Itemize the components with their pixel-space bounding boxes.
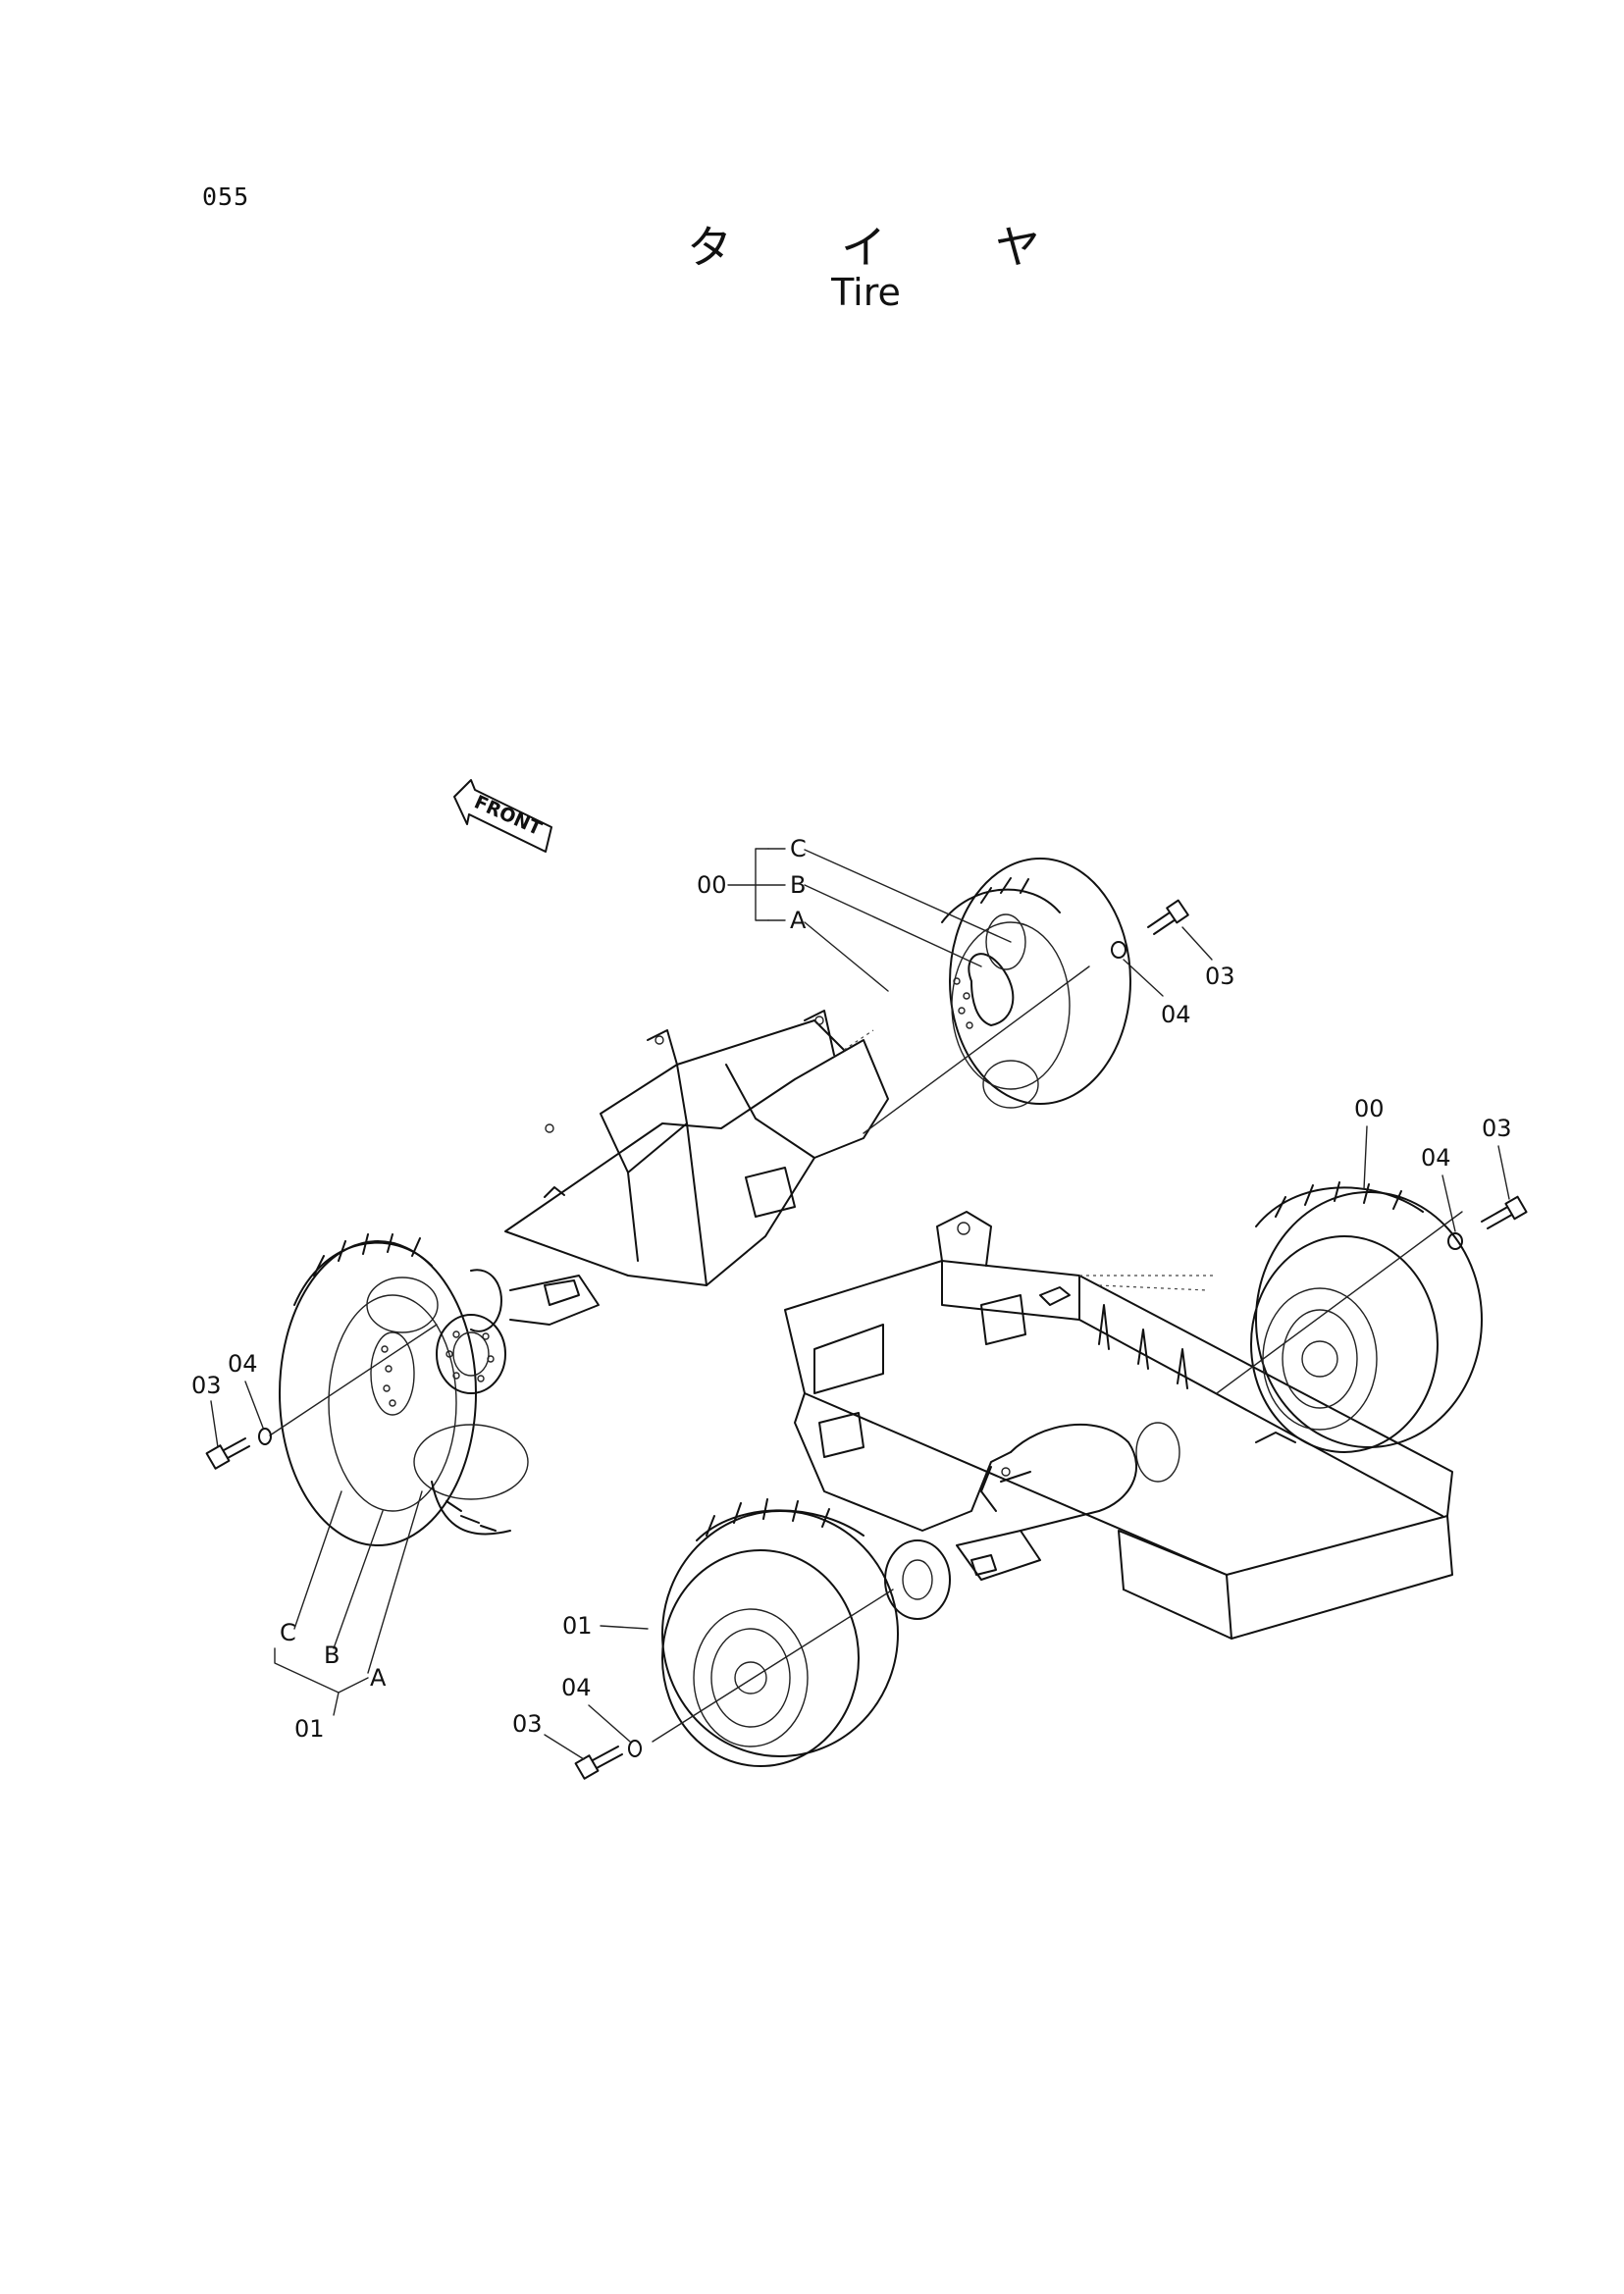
title-english: Tire bbox=[831, 271, 901, 314]
bolt-icon bbox=[574, 1746, 623, 1780]
callout-rl-bolt: 03 bbox=[191, 1372, 222, 1399]
callout-rr-washer: 04 bbox=[1161, 1001, 1191, 1028]
title-jp-char-1: タ bbox=[687, 221, 732, 274]
bolt-icon bbox=[1481, 1195, 1528, 1229]
callout-rr-part-c: C bbox=[790, 835, 807, 862]
callout-fl-washer: 04 bbox=[561, 1674, 592, 1701]
callout-rl-part-c: C bbox=[280, 1619, 296, 1646]
title-jp-char-2: イ bbox=[841, 221, 886, 274]
rear-left-tire bbox=[269, 1233, 529, 1546]
bolt-icon bbox=[1147, 899, 1189, 935]
callout-fr-washer: 04 bbox=[1421, 1144, 1451, 1172]
callout-fr-assembly: 00 bbox=[1354, 1095, 1385, 1122]
callout-rl-part-a: A bbox=[370, 1664, 387, 1692]
bolt-icon bbox=[205, 1437, 250, 1470]
front-right-tire bbox=[1216, 1181, 1483, 1453]
callout-rl-part-b: B bbox=[324, 1642, 340, 1669]
callout-rr-part-b: B bbox=[790, 871, 806, 899]
callout-fr-bolt: 03 bbox=[1482, 1115, 1512, 1142]
callout-rr-part-a: A bbox=[790, 907, 807, 934]
washer-icon bbox=[258, 1428, 272, 1445]
callout-fl-assembly: 01 bbox=[562, 1612, 593, 1640]
title-japanese: タ イ ヤ bbox=[687, 212, 1040, 277]
page-number: 055 bbox=[202, 182, 250, 211]
callout-rl-washer: 04 bbox=[228, 1350, 258, 1378]
callouts: 00 C B A 03 04 00 04 03 03 bbox=[191, 835, 1512, 1760]
callout-rr-bolt: 03 bbox=[1205, 963, 1235, 990]
title-jp-char-3: ヤ bbox=[995, 221, 1040, 274]
callout-rr-assembly: 00 bbox=[697, 871, 727, 899]
hardware bbox=[205, 899, 1528, 1780]
front-left-tire bbox=[652, 1498, 951, 1767]
washer-icon bbox=[1111, 941, 1126, 959]
washer-icon bbox=[1447, 1232, 1463, 1250]
rear-right-tire bbox=[863, 858, 1131, 1134]
machine-frame bbox=[470, 1010, 1453, 1640]
callout-fl-bolt: 03 bbox=[512, 1710, 543, 1738]
washer-icon bbox=[628, 1740, 642, 1757]
front-arrow-icon: FRONT bbox=[453, 779, 552, 853]
callout-rl-assembly: 01 bbox=[294, 1715, 325, 1743]
